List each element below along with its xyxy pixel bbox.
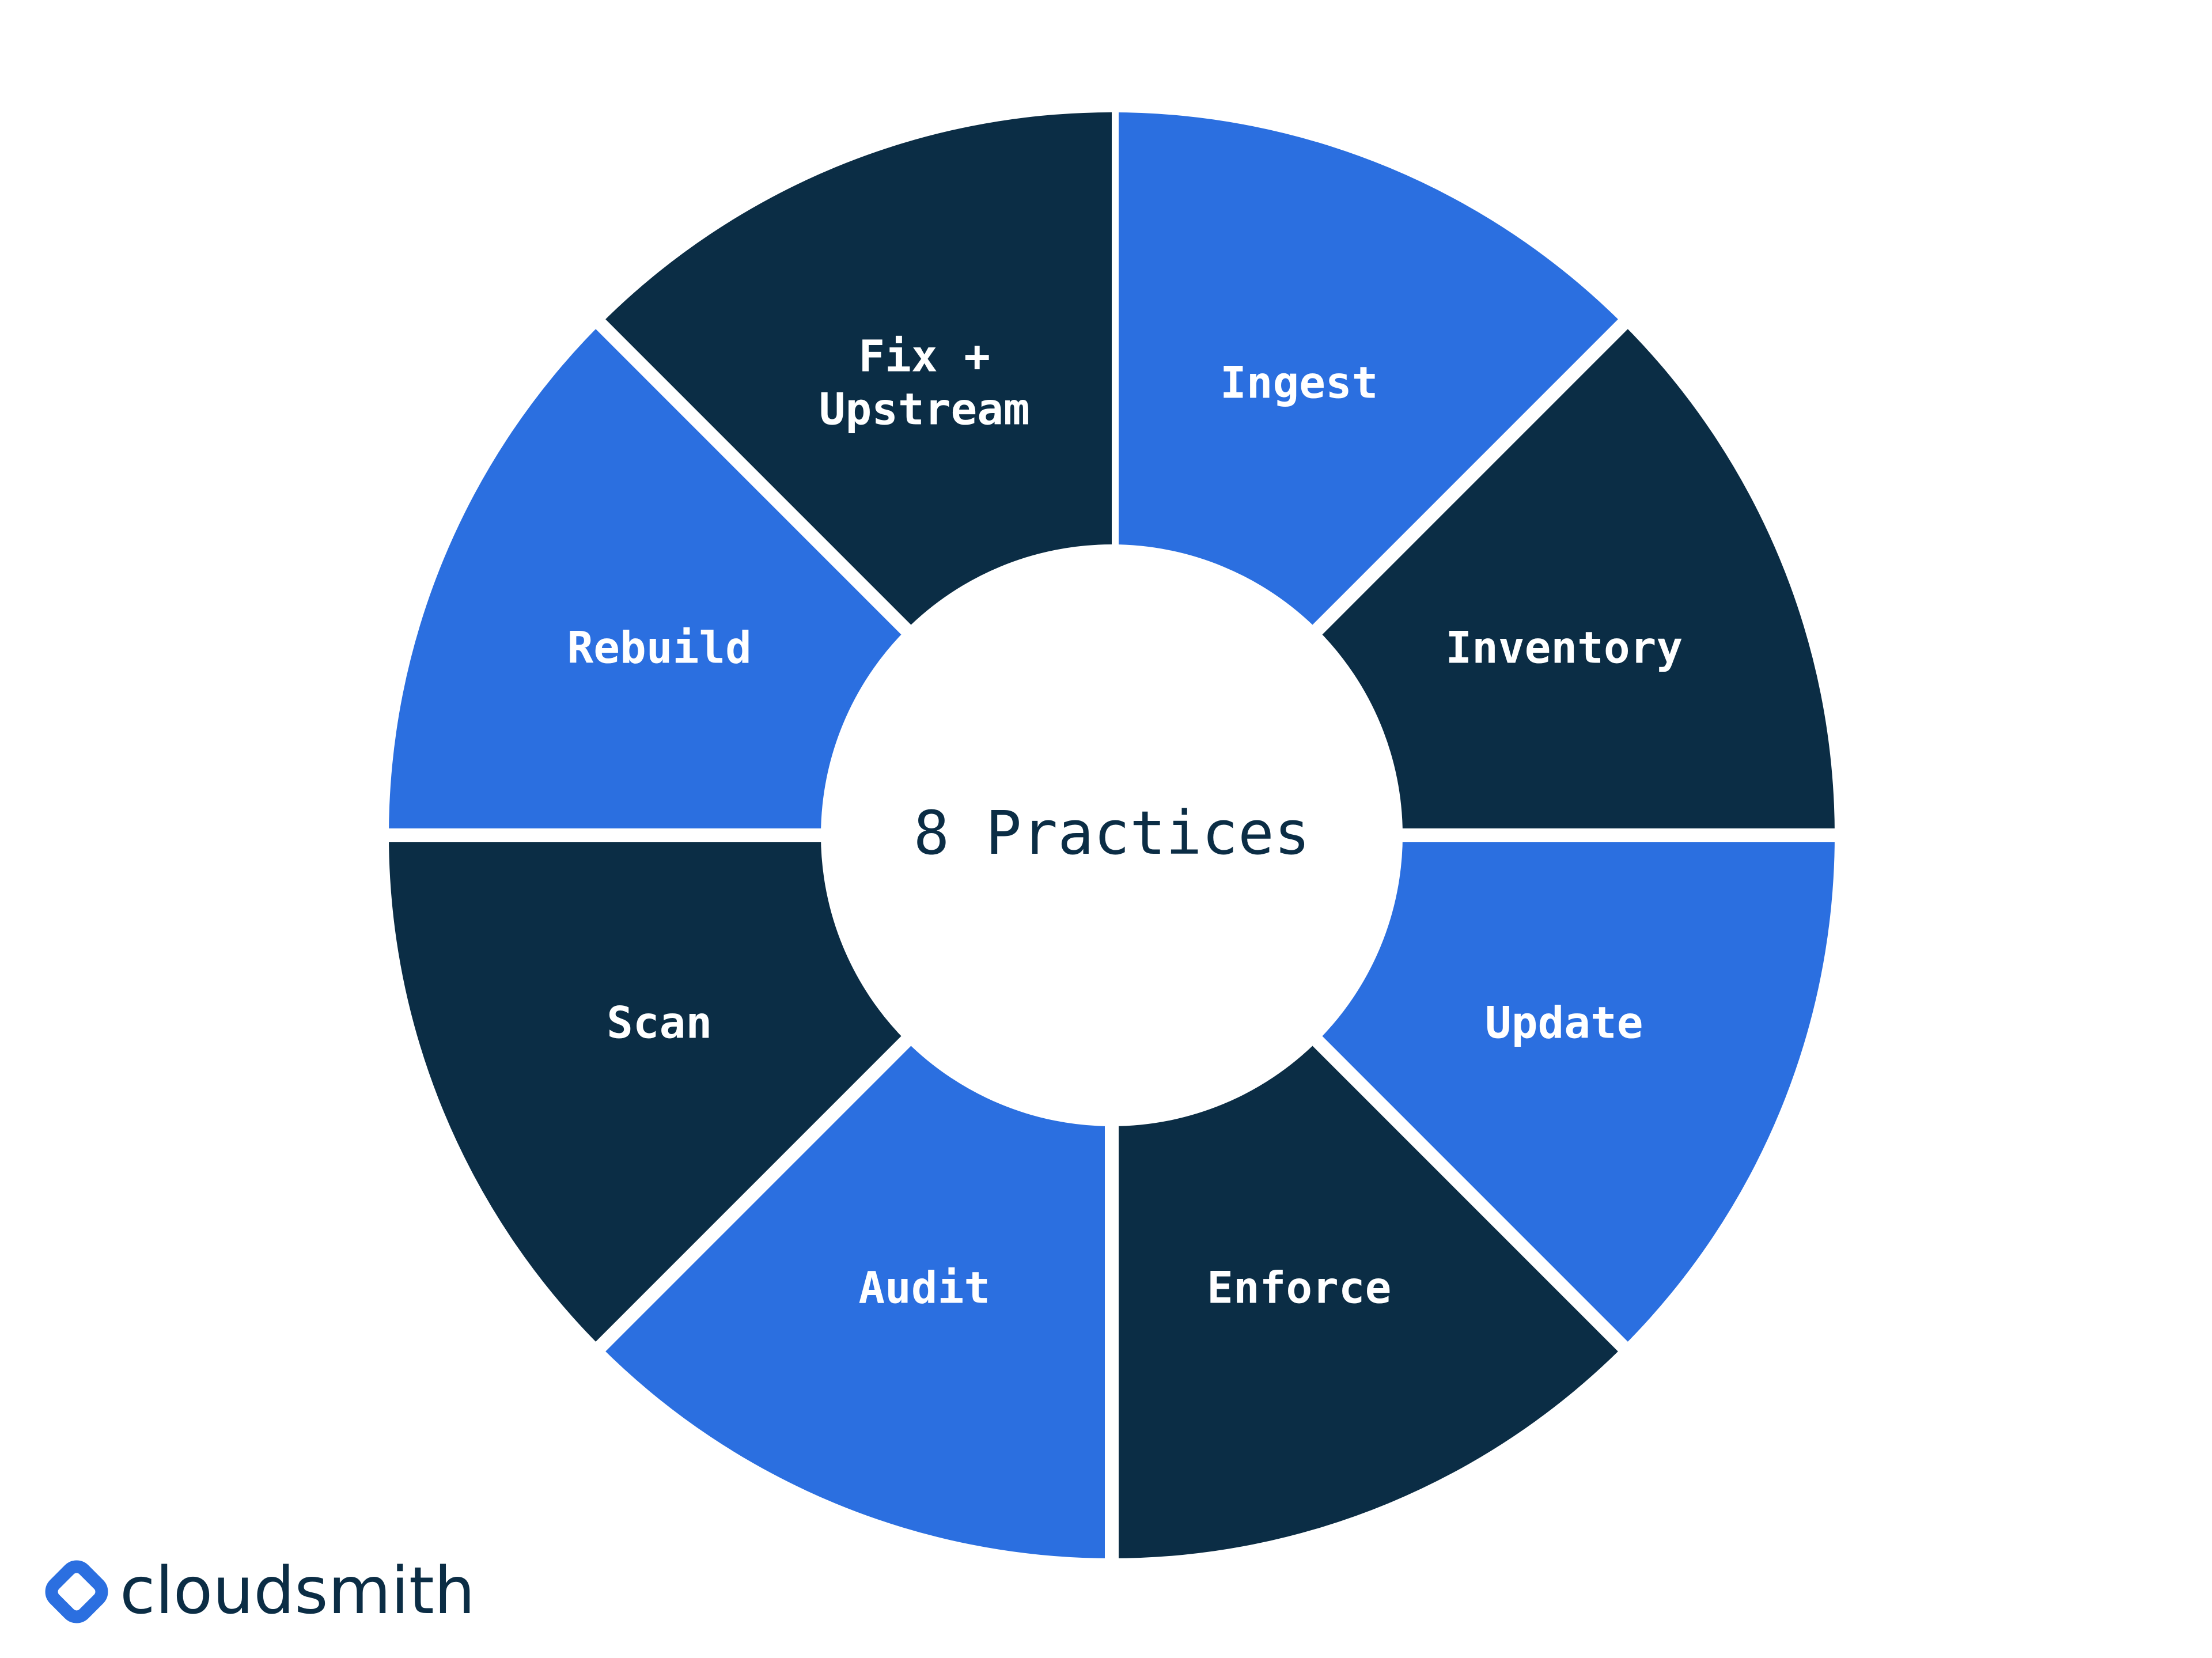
segment-rebuild: [389, 324, 906, 835]
wheel-center-hub: [824, 547, 1400, 1123]
segment-label-line: Rebuild: [567, 622, 752, 673]
brand-wordmark: cloudsmith: [120, 1554, 475, 1629]
cloudsmith-logo: cloudsmith: [45, 1554, 475, 1629]
segment-divider: [1308, 315, 1632, 639]
segment-label-line: Scan: [607, 997, 712, 1048]
segment-label-inventory: Inventory: [1445, 622, 1683, 673]
segment-label-audit: Audit: [858, 1262, 990, 1313]
segment-scan: [389, 835, 906, 1347]
segment-label-fix-upstream: Fix +Upstream: [819, 331, 1030, 435]
segment-label-line: Update: [1485, 997, 1643, 1048]
segment-label-line: Audit: [858, 1262, 990, 1313]
segment-divider: [592, 1032, 915, 1356]
wheel-segments: [383, 107, 1840, 1564]
segment-label-line: Inventory: [1445, 622, 1683, 673]
segment-label-scan: Scan: [607, 997, 712, 1048]
cloudsmith-diamond-logo-icon: [45, 1560, 108, 1623]
segment-label-line: Upstream: [819, 384, 1030, 435]
segment-fix-upstream: [600, 112, 1112, 630]
segment-label-update: Update: [1485, 997, 1643, 1048]
segment-enforce: [1112, 1041, 1623, 1558]
segment-label-line: Fix +: [858, 331, 990, 382]
segment-label-line: Enforce: [1207, 1262, 1391, 1313]
segment-label-rebuild: Rebuild: [567, 622, 752, 673]
segment-divider: [592, 315, 915, 639]
segment-audit: [600, 1041, 1112, 1558]
segment-ingest: [1112, 112, 1623, 630]
segment-inventory: [1317, 324, 1835, 835]
segment-update: [1317, 835, 1835, 1347]
segment-label-enforce: Enforce: [1207, 1262, 1391, 1313]
segment-label-line: Ingest: [1220, 357, 1378, 408]
segment-divider: [1308, 1032, 1632, 1356]
center-title: 8 Practices: [914, 798, 1310, 868]
segment-label-ingest: Ingest: [1220, 357, 1378, 408]
